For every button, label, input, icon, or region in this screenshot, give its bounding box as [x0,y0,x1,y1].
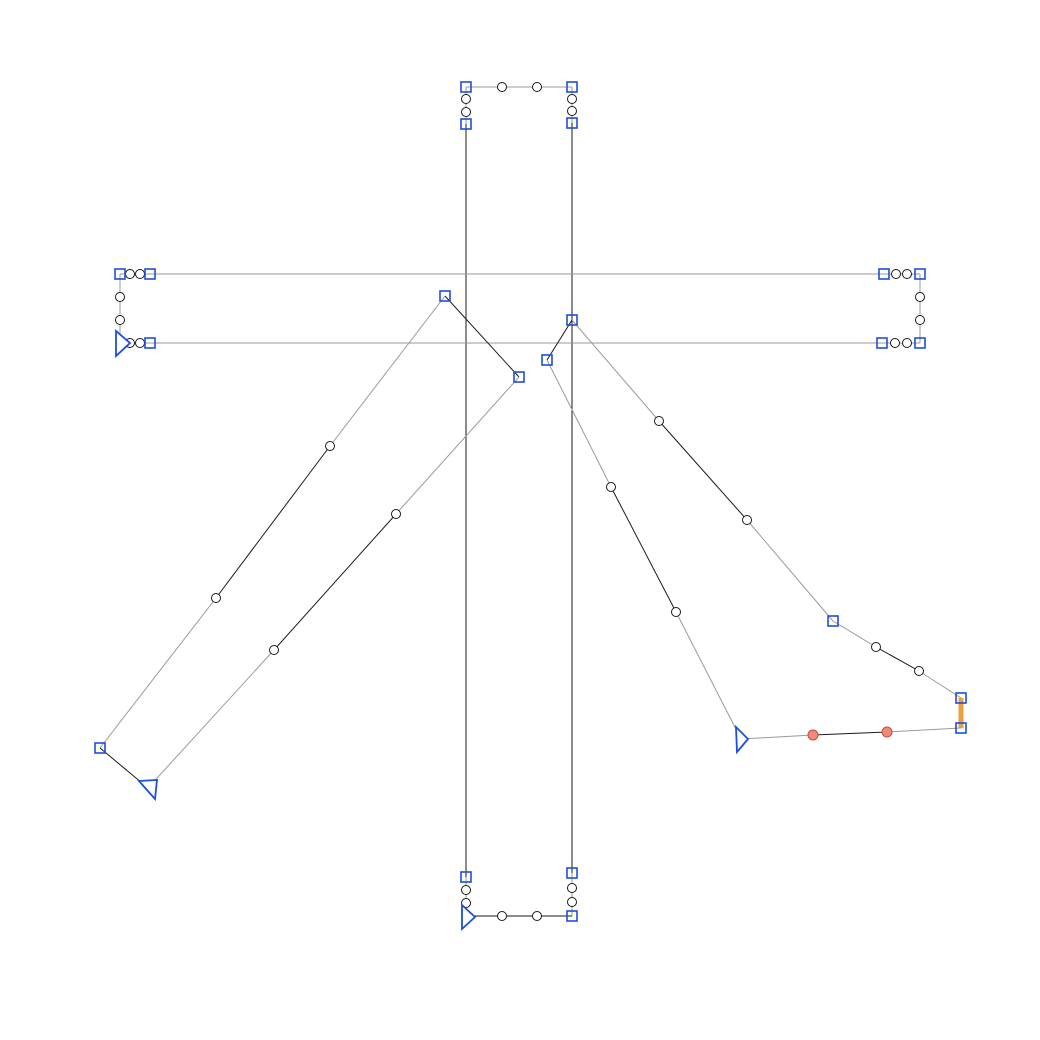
off-curve-handle[interactable] [567,883,577,893]
off-curve-handle[interactable] [461,107,471,117]
off-curve-handle[interactable] [567,94,577,104]
on-curve-anchor[interactable] [566,81,578,93]
path-segment[interactable] [918,670,962,699]
contour-vertical-stem[interactable] [460,81,578,932]
on-curve-anchor[interactable] [460,81,472,93]
path-segment[interactable] [812,731,888,736]
contour-right-diagonal[interactable] [541,314,967,755]
path-segment[interactable] [832,620,877,648]
path-segment[interactable] [675,611,742,740]
path-segment[interactable] [215,445,331,599]
on-curve-anchor[interactable] [914,268,926,280]
path-segment[interactable] [875,646,920,672]
on-curve-anchor[interactable] [876,337,888,349]
off-curve-handle[interactable] [391,509,401,519]
off-curve-handle[interactable] [115,292,125,302]
on-curve-anchor[interactable] [955,722,967,734]
on-curve-anchor[interactable] [114,268,126,280]
on-curve-anchor[interactable] [878,268,890,280]
off-curve-handle[interactable] [532,911,542,921]
off-curve-handle[interactable] [914,666,924,676]
on-curve-anchor[interactable] [439,290,451,302]
contour-start-icon[interactable] [735,724,750,755]
off-curve-handle[interactable] [915,292,925,302]
path-segment[interactable] [740,734,814,740]
off-curve-handle[interactable] [115,315,125,325]
off-curve-handle[interactable] [902,269,912,279]
path-segment[interactable] [571,319,660,422]
path-segment[interactable] [658,420,748,521]
contour-left-diagonal[interactable] [94,290,525,802]
off-curve-handle[interactable] [135,338,145,348]
on-curve-anchor[interactable] [827,615,839,627]
off-curve-handle[interactable] [567,106,577,116]
off-curve-handle[interactable] [461,885,471,895]
path-segment[interactable] [610,486,677,613]
off-curve-handle[interactable] [497,82,507,92]
on-curve-anchor[interactable] [460,871,472,883]
on-curve-anchor[interactable] [566,314,578,326]
contour-start-icon[interactable] [137,779,159,802]
off-curve-handle[interactable] [671,607,681,617]
off-curve-handle[interactable] [269,645,279,655]
path-segment[interactable] [444,295,520,378]
contour-start-icon[interactable] [461,902,477,932]
on-curve-anchor[interactable] [460,118,472,130]
off-curve-handle[interactable] [567,897,577,907]
off-curve-handle[interactable] [125,269,135,279]
off-curve-handle[interactable] [532,82,542,92]
on-curve-anchor[interactable] [955,692,967,704]
on-curve-anchor[interactable] [94,742,106,754]
selected-off-curve-handle[interactable] [881,726,893,738]
off-curve-handle[interactable] [606,482,616,492]
on-curve-anchor[interactable] [566,117,578,129]
selected-off-curve-handle[interactable] [807,729,819,741]
path-segment[interactable] [546,359,612,488]
off-curve-handle[interactable] [891,269,901,279]
path-segment[interactable] [329,295,446,447]
path-segment[interactable] [886,727,962,733]
on-curve-anchor[interactable] [144,268,156,280]
on-curve-anchor[interactable] [566,910,578,922]
on-curve-anchor[interactable] [513,371,525,383]
path-segment[interactable] [147,649,275,789]
off-curve-handle[interactable] [742,515,752,525]
off-curve-handle[interactable] [915,315,925,325]
off-curve-handle[interactable] [654,416,664,426]
path-segment[interactable] [395,376,520,515]
path-segment[interactable] [273,513,397,651]
off-curve-handle[interactable] [902,338,912,348]
path-segment[interactable] [546,319,573,361]
off-curve-handle[interactable] [135,269,145,279]
off-curve-handle[interactable] [211,593,221,603]
path-segment[interactable] [746,519,834,622]
off-curve-handle[interactable] [890,338,900,348]
on-curve-anchor[interactable] [914,337,926,349]
on-curve-anchor[interactable] [144,337,156,349]
off-curve-handle[interactable] [325,441,335,451]
contour-horizontal-bar[interactable] [114,268,926,359]
off-curve-handle[interactable] [497,911,507,921]
path-segment[interactable] [99,597,217,749]
on-curve-anchor[interactable] [566,867,578,879]
off-curve-handle[interactable] [871,642,881,652]
contour-start-icon[interactable] [115,329,132,359]
off-curve-handle[interactable] [461,94,471,104]
on-curve-anchor[interactable] [541,354,553,366]
